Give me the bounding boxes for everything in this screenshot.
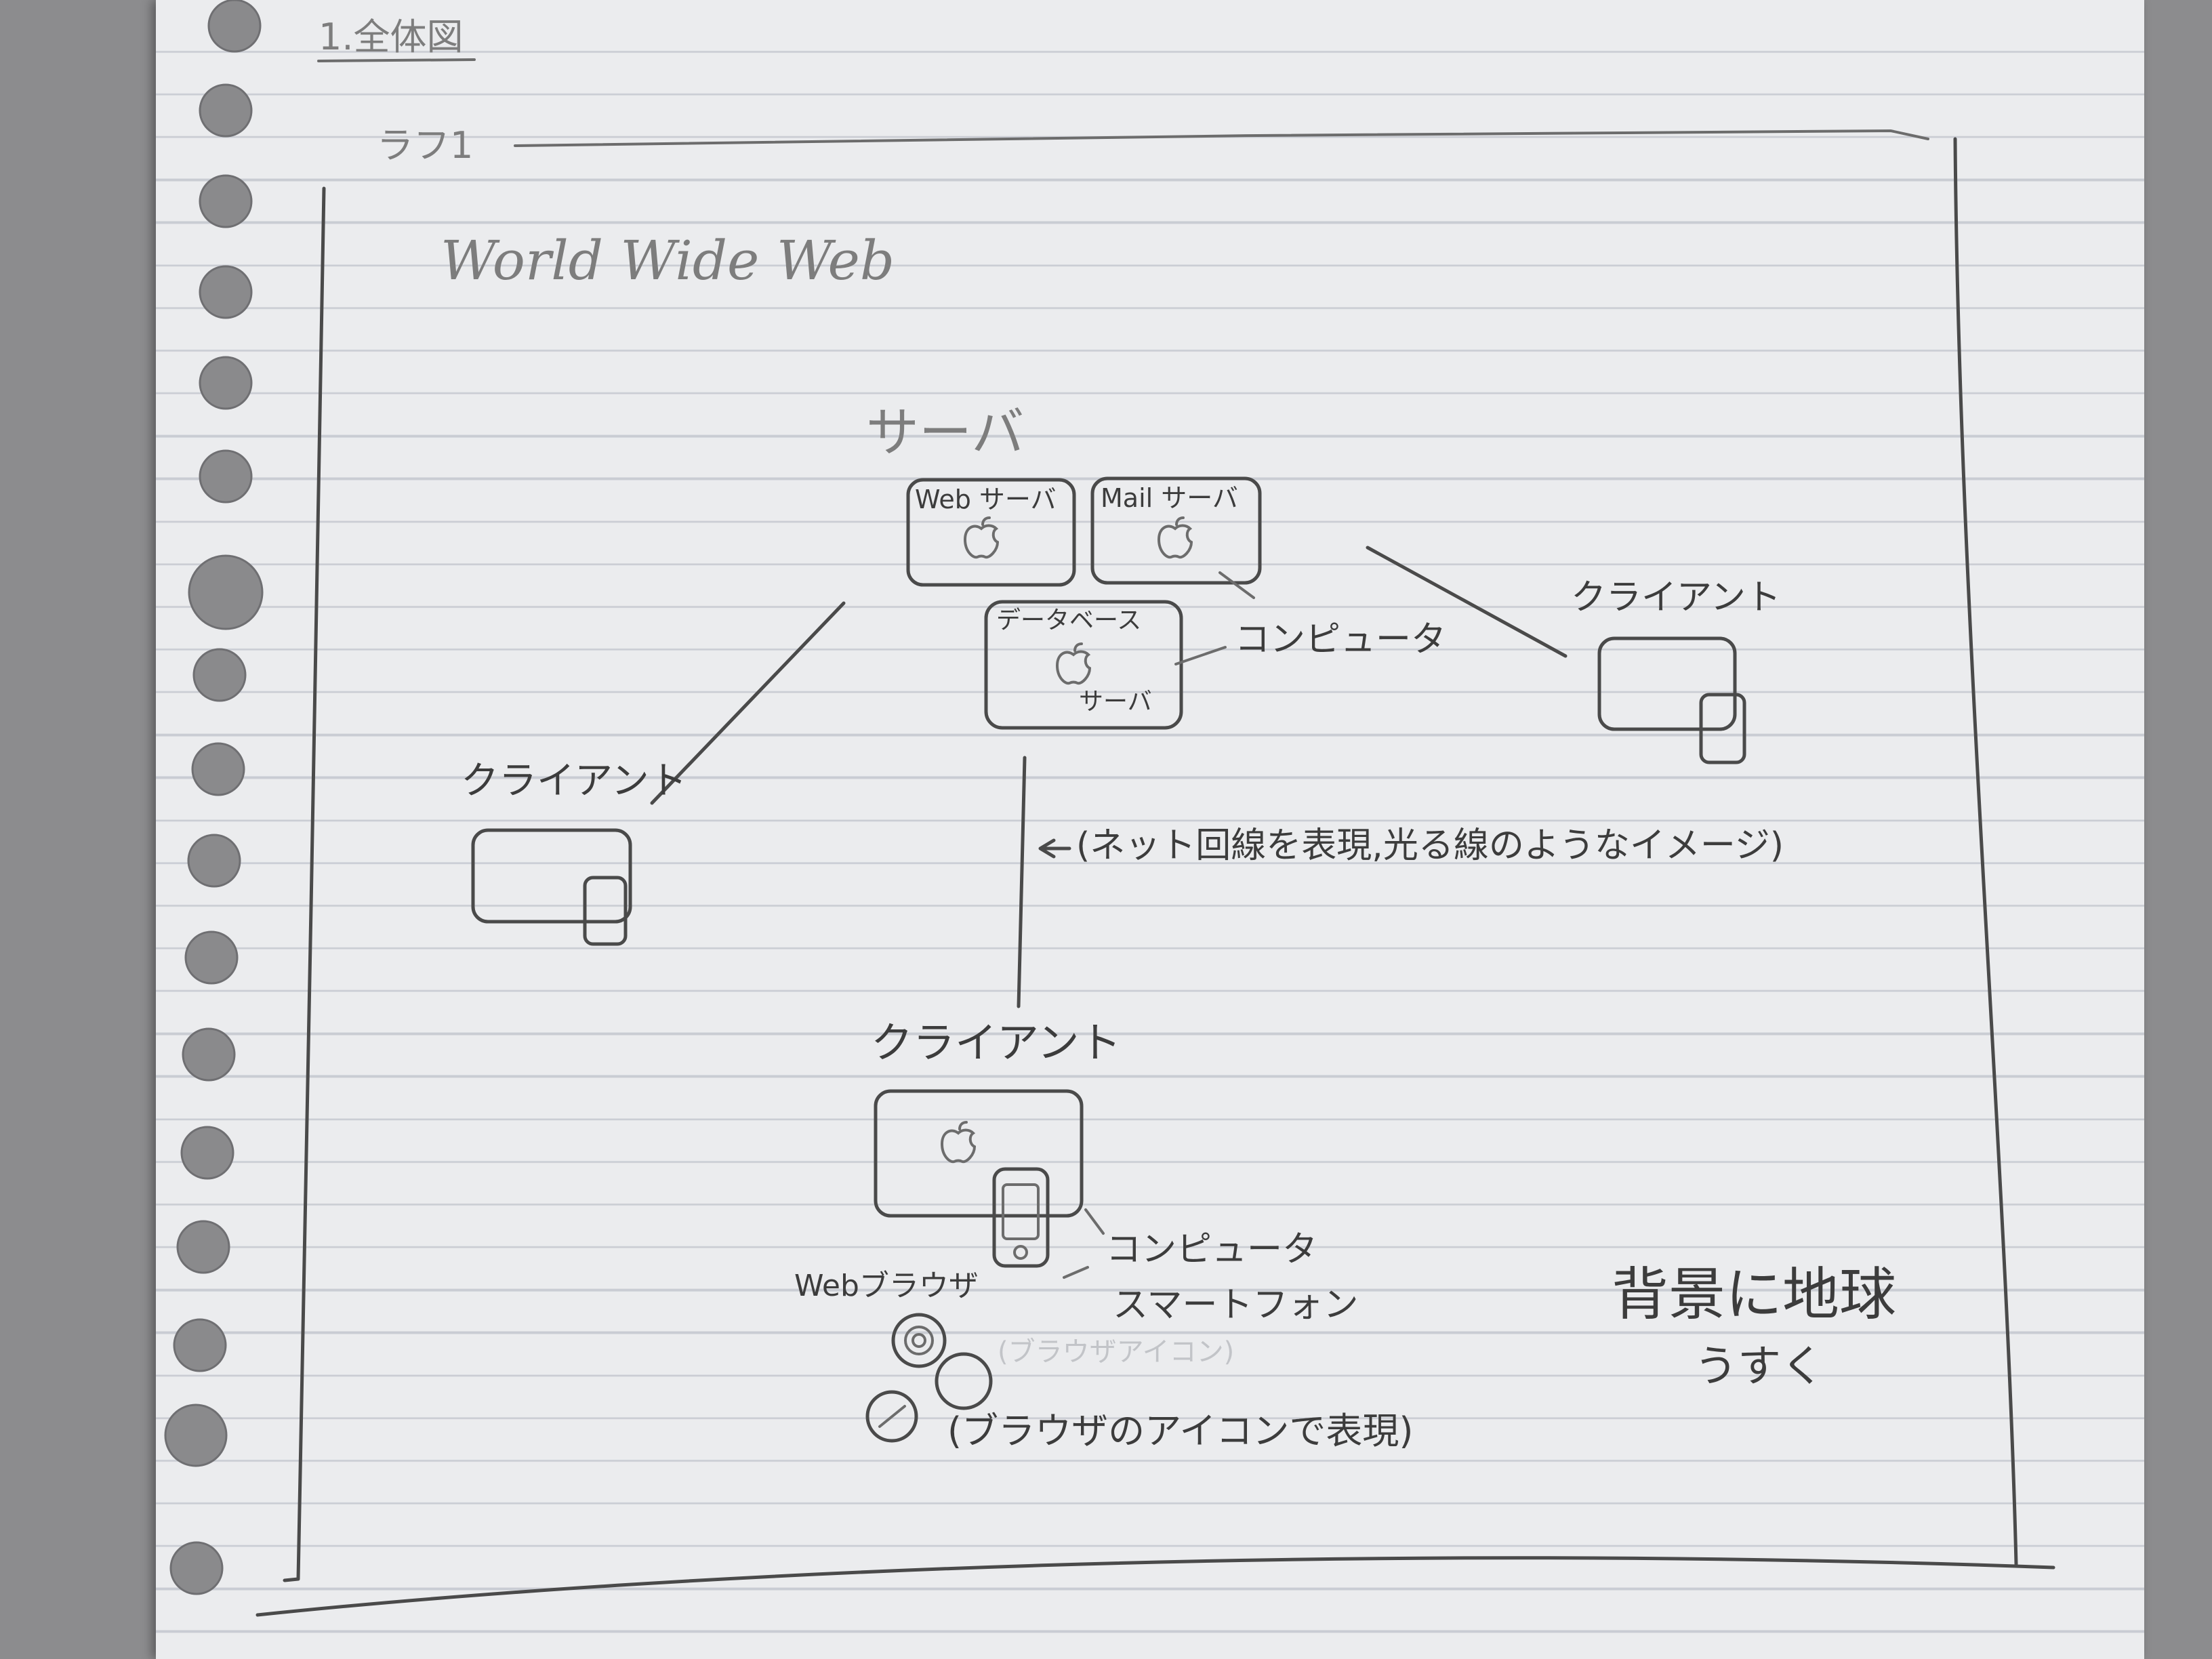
bottom-client-phone-button [1013, 1245, 1028, 1260]
browser-icon-chrome-core [912, 1333, 926, 1348]
mail-server-box [1090, 476, 1262, 585]
rough-frame-bottom [255, 1556, 2055, 1617]
bottom-client-phone [992, 1167, 1050, 1268]
db-server-box [984, 600, 1183, 730]
leader-to-computer [1084, 1208, 1105, 1235]
left-client-phone [583, 876, 628, 946]
apple-logo-icon [1055, 642, 1092, 685]
bottom-client-computer [874, 1089, 1084, 1218]
device-annotation-computer: コンピュータ [1106, 1229, 1318, 1270]
browser-icon-safari [865, 1390, 918, 1443]
device-annotation-smartphone: スマートフォン [1113, 1285, 1359, 1326]
background-note-line2: うすく [1694, 1342, 1824, 1392]
apple-logo-icon [963, 516, 1000, 559]
right-client-computer [1597, 636, 1737, 731]
db-server-label-line2: サーバ [1079, 688, 1152, 716]
apple-logo-icon [940, 1121, 977, 1164]
browser-icon-safari-needle [878, 1405, 906, 1428]
leader-to-smartphone [1063, 1266, 1089, 1279]
bottom-client-phone-screen [1002, 1183, 1040, 1240]
network-line-left [650, 601, 846, 805]
web-server-box [906, 478, 1076, 587]
apple-logo-icon [1157, 516, 1193, 559]
rough-frame-top [514, 129, 1929, 147]
background-note-line1: 背景に地球 [1612, 1261, 1897, 1328]
client-label-right: クライアント [1571, 577, 1781, 618]
browser-icon-chrome [891, 1313, 947, 1368]
left-client-computer [471, 828, 632, 924]
faint-browser-note: (ブラウザアイコン) [998, 1336, 1235, 1368]
rough-frame-left [283, 186, 326, 1582]
browser-icon-chrome-inner [904, 1326, 934, 1355]
browser-icon-note: (ブラウザのアイコンで表現) [947, 1410, 1414, 1452]
server-group-label: サーバ [866, 403, 1025, 464]
section-title-underline [317, 58, 476, 62]
diagram-title: World Wide Web [441, 229, 895, 292]
db-server-label-line1: データベース [996, 607, 1142, 634]
annotation-arrow [1038, 838, 1071, 859]
network-line-bottom [1017, 756, 1027, 1008]
rough-frame-right [1953, 137, 2018, 1566]
browser-label: Webブラウザ [794, 1269, 979, 1303]
mail-server-label: Mail サーバ [1101, 483, 1238, 513]
client-label-left: クライアント [461, 759, 687, 803]
web-server-label: Web サーバ [915, 485, 1057, 514]
server-computer-annotation: コンピュータ [1235, 619, 1447, 660]
network-line-annotation: (ネット回線を表現,光る線のようなイメージ) [1076, 825, 1784, 866]
browser-icon-firefox [935, 1352, 993, 1410]
network-line-right [1366, 546, 1568, 658]
right-client-phone [1699, 693, 1746, 764]
leader-mail-to-computer [1218, 571, 1255, 599]
client-label-bottom: クライアント [871, 1018, 1122, 1067]
notebook-paper [156, 0, 2144, 1659]
leader-db-to-computer [1174, 646, 1227, 665]
section-title: 1.全体図 [319, 16, 464, 58]
rough-label: ラフ1 [377, 124, 474, 167]
